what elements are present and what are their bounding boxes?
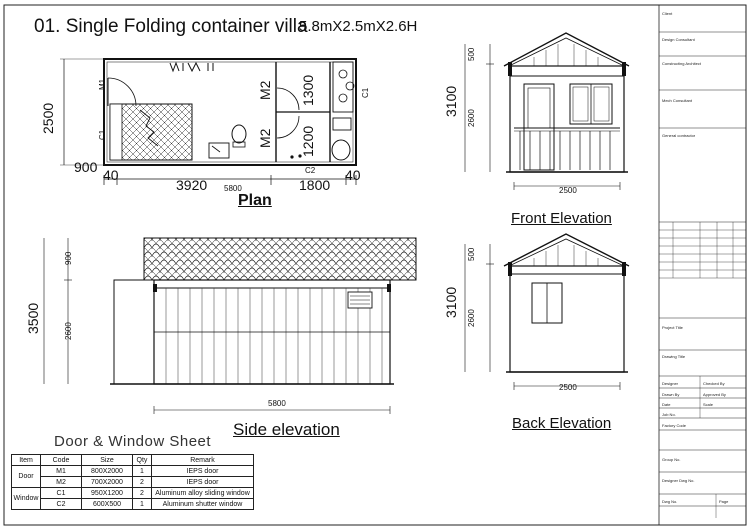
table-cell: 950X1200 [81, 487, 133, 499]
plan-side-dimension: 2500 [40, 102, 56, 134]
door-window-table: Item Code Size Qty Remark Door M1 800X20… [11, 454, 254, 510]
title-block-field: Designer [662, 381, 679, 386]
side-roof-height: 900 [64, 251, 73, 265]
plan-bottom-dimension: 40 [103, 167, 119, 183]
back-height-total: 3100 [443, 286, 459, 318]
plan-room-label: 1300 [300, 74, 316, 106]
table-row: C2 600X500 1 Aluminum shutter window [12, 498, 254, 510]
table-row: M2 700X2000 2 IEPS door [12, 476, 254, 488]
plan-bottom-dimension: 1800 [299, 177, 331, 193]
page-title: 01. Single Folding container villa [34, 16, 308, 37]
back-elevation-label: Back Elevation [512, 415, 612, 432]
title-block-field: Group No. [662, 457, 681, 462]
bed-symbol [109, 103, 193, 161]
title-block-field: Mech Consultant [662, 98, 693, 103]
side-height-total: 3500 [25, 302, 41, 334]
table-cell: IEPS door [151, 476, 254, 488]
plan-bottom-dimension: 900 [74, 159, 98, 175]
roof-tiles [143, 237, 417, 281]
table-cell: 2 [132, 487, 152, 499]
title-block-field: Design Consultant [662, 37, 695, 42]
table-cell: IEPS door [151, 465, 254, 477]
front-roof-height: 500 [467, 47, 476, 61]
front-elevation-label: Front Elevation [511, 210, 612, 227]
table-header: Code [40, 454, 82, 466]
side-elevation-label: Side elevation [233, 420, 340, 439]
plan-bottom-dimension: 3920 [176, 177, 208, 193]
title-block-field: Job No. [662, 412, 676, 417]
plan-window-tag: C1 [361, 87, 370, 98]
title-block-field: Drawing Title [662, 354, 686, 359]
table-header: Item [11, 454, 41, 466]
title-block-field: Factory Code [662, 423, 687, 428]
title-block-field: Date [662, 402, 671, 407]
front-height-total: 3100 [443, 85, 459, 117]
plan-room-label: M2 [257, 128, 273, 148]
table-cell: 2 [132, 476, 152, 488]
side-elevation [43, 237, 417, 414]
table-row: Door M1 800X2000 1 IEPS door [11, 465, 254, 488]
table-cell: Aluminum shutter window [151, 498, 254, 510]
table-header-row: Item Code Size Qty Remark [11, 454, 254, 466]
table-cell: Aluminum alloy sliding window [151, 487, 254, 499]
table-cell: C2 [40, 498, 82, 510]
plan-room-label: M2 [257, 80, 273, 100]
front-elevation [464, 32, 630, 190]
toilet-symbol [231, 124, 247, 144]
table-row: Window C1 950X1200 2 Aluminum alloy slid… [11, 487, 254, 510]
front-width: 2500 [559, 186, 577, 195]
table-cell: 800X2000 [81, 465, 133, 477]
sheet-border [3, 4, 747, 526]
title-block-field: Dwg No. [662, 499, 678, 504]
table-cell: M1 [40, 465, 82, 477]
table-header: Remark [151, 454, 254, 466]
title-block-field: General contractor [662, 133, 696, 138]
door-window-sheet-title: Door & Window Sheet [54, 433, 212, 450]
title-block-field: Scale [703, 402, 714, 407]
side-length: 5800 [268, 399, 286, 408]
plan-window-tag: C2 [305, 166, 316, 175]
plan-room-label: 1200 [300, 125, 316, 157]
table-group-label: Door [11, 465, 41, 488]
title-block-field: Constructing Architect [662, 61, 701, 66]
plan-label: Plan [238, 192, 272, 209]
plan-bottom-dimension: 40 [345, 167, 361, 183]
title-block-field: Page [719, 499, 729, 504]
table-cell: 1 [132, 465, 152, 477]
table-cell: 700X2000 [81, 476, 133, 488]
stove-symbol [332, 61, 354, 113]
back-width: 2500 [559, 383, 577, 392]
page-title-dimensions: 5.8mX2.5mX2.6H [299, 18, 418, 35]
plan-window-tag: C1 [98, 129, 107, 140]
back-roof-height: 500 [467, 247, 476, 261]
back-elevation [464, 233, 630, 390]
front-wall-height: 2600 [467, 109, 476, 127]
table-cell: M2 [40, 476, 82, 488]
table-cell: 600X500 [81, 498, 133, 510]
side-wall-height: 2600 [64, 322, 73, 340]
title-block-field: Approved By [703, 392, 726, 397]
plan-bottom-dimension: 5800 [224, 184, 242, 193]
table-cell: 1 [132, 498, 152, 510]
title-block-field: Designer Dwg No. [662, 478, 695, 483]
table-header: Qty [132, 454, 152, 466]
plan-view [60, 58, 357, 185]
title-block-field: Project Title [662, 325, 683, 330]
title-block [658, 5, 746, 525]
title-block-field: Drawn By [662, 392, 680, 397]
table-header: Size [81, 454, 133, 466]
title-block-field: Checked By [703, 381, 725, 386]
table-group-label: Window [11, 487, 41, 510]
back-wall-height: 2600 [467, 309, 476, 327]
title-block-field: Client [662, 11, 673, 16]
plan-door-tag: M1 [98, 78, 107, 90]
table-cell: C1 [40, 487, 82, 499]
